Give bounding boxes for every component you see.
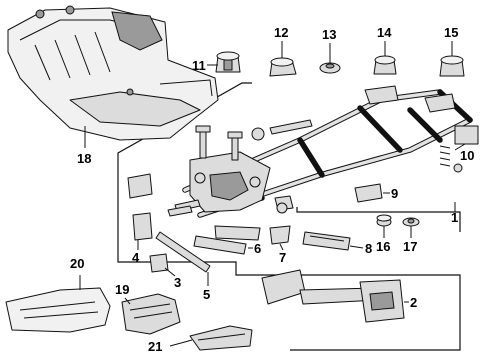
bracket-9 xyxy=(354,183,383,203)
callout-13: 13 xyxy=(322,27,336,42)
callout-12: 12 xyxy=(274,25,288,40)
bracket-8 xyxy=(302,231,351,251)
callout-3: 3 xyxy=(174,275,181,290)
bracket-4 xyxy=(132,212,153,241)
callout-11: 11 xyxy=(192,58,206,73)
callout-8: 8 xyxy=(365,241,372,256)
callout-15: 15 xyxy=(444,25,458,40)
bar-6 xyxy=(193,235,247,255)
callout-7: 7 xyxy=(279,250,286,265)
frame-assembly xyxy=(182,85,473,218)
front-skid-plate xyxy=(7,5,219,141)
callout-18: 18 xyxy=(77,151,91,166)
callout-19: 19 xyxy=(115,282,129,297)
body-mount-15 xyxy=(439,55,465,77)
callout-21: 21 xyxy=(148,339,162,354)
callout-10: 10 xyxy=(460,148,474,163)
body-mount-13 xyxy=(319,62,341,74)
shield-19 xyxy=(121,293,181,335)
callout-9: 9 xyxy=(391,186,398,201)
callout-5: 5 xyxy=(203,287,210,302)
rod-5 xyxy=(155,231,211,273)
callout-6: 6 xyxy=(254,241,261,256)
arm-7 xyxy=(214,225,291,245)
leader-lines xyxy=(79,41,466,347)
crossmember-2 xyxy=(261,269,405,323)
mount-bolt-set xyxy=(167,119,313,217)
body-mount-12 xyxy=(269,57,297,77)
body-mount-14 xyxy=(373,55,397,75)
shield-20 xyxy=(5,287,111,333)
callout-labels: 1 2 3 4 5 6 7 8 9 10 11 12 13 14 15 16 1… xyxy=(70,25,474,354)
body-mount-11 xyxy=(215,51,241,73)
insulator-16 xyxy=(376,214,392,227)
spring-bracket-10 xyxy=(439,125,479,173)
bushing-3 xyxy=(149,253,169,273)
callout-4: 4 xyxy=(132,250,140,265)
insulator-17 xyxy=(402,217,420,227)
callout-17: 17 xyxy=(403,239,417,254)
shield-21 xyxy=(189,325,253,351)
callout-20: 20 xyxy=(70,256,84,271)
callout-16: 16 xyxy=(376,239,390,254)
callout-2: 2 xyxy=(410,295,417,310)
callout-1: 1 xyxy=(451,210,458,225)
callout-14: 14 xyxy=(377,25,392,40)
bracket-upper-left xyxy=(127,173,153,199)
